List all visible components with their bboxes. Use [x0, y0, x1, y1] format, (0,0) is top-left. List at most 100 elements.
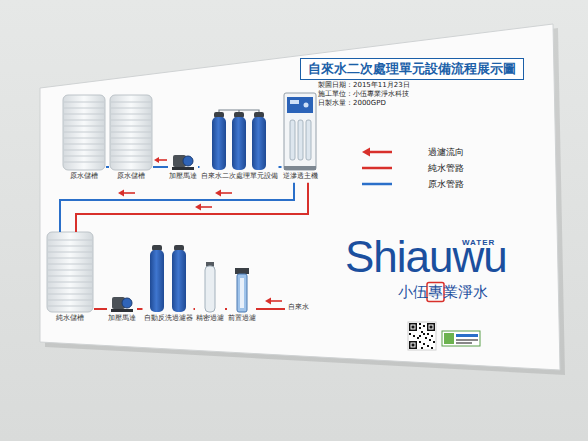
filter-column [232, 117, 246, 170]
ro-panel [287, 97, 313, 113]
pipe-connector [279, 166, 282, 168]
flow-arrow-head [265, 298, 271, 305]
qr-finder [430, 326, 433, 329]
equipment-node: 加壓馬達 [168, 150, 198, 183]
qr-finder [412, 326, 415, 329]
ro-membrane [290, 120, 295, 160]
water-tank [47, 232, 93, 312]
equipment-label: 純水儲槽 [56, 315, 84, 323]
flow-arrow-head [215, 190, 221, 197]
flow-arrow-head [118, 190, 124, 197]
pump-base [172, 167, 194, 170]
filter-column [150, 250, 164, 312]
pipe-connector [76, 183, 308, 232]
badge-bar [456, 334, 478, 337]
badge-mark [444, 333, 454, 344]
sign-board [40, 24, 560, 370]
ro-membrane [306, 120, 311, 160]
equipment-label: 原水儲槽 [70, 173, 98, 181]
equipment-node: 精密過濾 [195, 262, 225, 325]
filter-column [212, 117, 226, 170]
info-line: 日製水量：2000GPD [318, 99, 386, 107]
qr-finder [409, 323, 417, 331]
info-line: 製圖日期：2015年11月23日 [318, 81, 410, 89]
equipment-node: 前置過濾 [227, 268, 257, 325]
qr-finder [411, 343, 416, 348]
equipment-node: 加壓馬達 [107, 292, 137, 325]
flow-arrow [124, 192, 135, 194]
pipe-connector [225, 308, 227, 310]
pipe-connector [198, 166, 200, 168]
qr-finder [429, 325, 434, 330]
pipe-connector [153, 166, 168, 168]
qr-finder [409, 341, 417, 349]
filter-column [172, 250, 186, 312]
equipment-label: 前置過濾 [228, 315, 256, 323]
inlet-pipe [256, 308, 285, 310]
brand-subtitle: WATER [462, 238, 495, 248]
equipment-label: 加壓馬達 [169, 173, 197, 181]
equipment-label: 自動反洗過濾器 [144, 315, 193, 323]
legend-label: 純水管路 [428, 163, 464, 173]
filter-column [252, 117, 266, 170]
ro-display [290, 100, 299, 104]
pump-head [122, 298, 132, 308]
equipment-label: 精密過濾 [196, 315, 224, 323]
pipe-connector [60, 183, 294, 232]
qr-modules [409, 323, 435, 349]
legend-line [362, 167, 392, 170]
equipment-node: 純水儲槽 [46, 232, 94, 325]
ro-membrane [298, 120, 303, 160]
qr-finder [411, 325, 416, 330]
badge-logo [442, 331, 480, 346]
brand-name: 小伍專業淨水 [398, 283, 488, 301]
flow-arrow-head [154, 157, 159, 163]
legend-line [362, 183, 392, 186]
pump-head [183, 156, 193, 166]
legend-label: 原水管路 [428, 179, 464, 189]
filter-housing [237, 274, 247, 312]
flow-arrow [271, 300, 282, 302]
pump-base [111, 309, 133, 312]
info-line: 施工單位：小伍專業淨水科技 [318, 90, 409, 98]
flow-arrow [221, 192, 232, 194]
badge-bar [456, 342, 472, 344]
legend-arrow-head [362, 148, 370, 157]
tank-ribs [48, 240, 92, 306]
pipe-connector [94, 308, 107, 310]
ro-gauge [304, 103, 309, 108]
tank-ribs [111, 102, 151, 162]
water-tank [63, 95, 105, 170]
water-tank [110, 95, 152, 170]
flow-arrow [158, 159, 167, 161]
ro-cabinet [284, 93, 316, 170]
equipment-node: 自動反洗過濾器 [143, 245, 194, 325]
equipment-node: 原水儲槽 [109, 95, 153, 183]
qr-finder [427, 323, 435, 331]
equipment-node: 原水儲槽 [62, 95, 106, 183]
qr-code [408, 322, 436, 350]
equipment-label: 原水儲槽 [117, 173, 145, 181]
flow-arrow [201, 206, 212, 208]
precision-filter [205, 266, 215, 312]
housing-cap [235, 268, 249, 274]
ro-base [284, 166, 316, 170]
legend-label: 過濾流向 [428, 147, 464, 157]
flow-arrow-head [195, 204, 201, 211]
tank-ribs [64, 102, 104, 162]
equipment-label: 逆滲透主機 [283, 173, 318, 181]
equipment-label: 加壓馬達 [108, 315, 136, 323]
legend-arrow [370, 151, 392, 154]
pipe-connector [194, 308, 196, 310]
equipment-node: 自來水二次處理單元設備 [200, 112, 279, 183]
badge-bar [456, 339, 478, 341]
qr-finder [412, 344, 415, 347]
inlet-label: 自來水 [288, 304, 309, 312]
diagram-title: 自來水二次處理單元設備流程展示圖 [300, 58, 524, 80]
equipment-label: 自來水二次處理單元設備 [201, 173, 278, 181]
filter-cartridge [240, 278, 244, 308]
equipment-node: 逆滲透主機 [282, 93, 319, 183]
pipe-connector [106, 166, 109, 168]
pipe-connector [137, 308, 143, 310]
